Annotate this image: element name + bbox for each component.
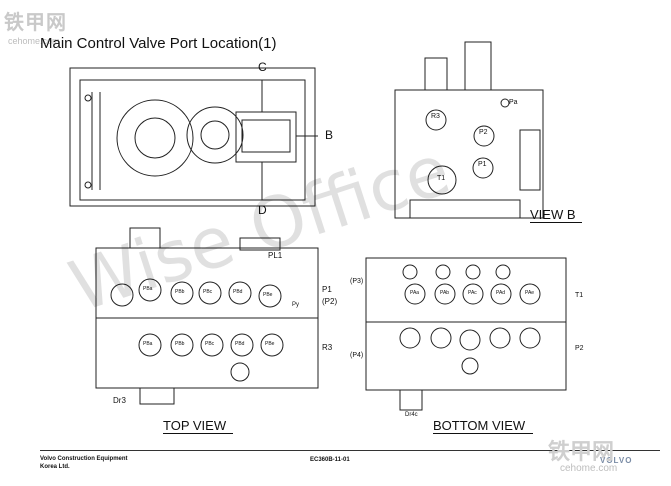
port-t1-bottom: T1: [575, 292, 584, 299]
port-r3: R3: [431, 113, 440, 120]
bottom-view-underline: [433, 433, 533, 434]
watermark-logo-bottom: 铁甲网: [548, 440, 615, 465]
port-pl1: PL1: [268, 251, 283, 260]
page-title: Main Control Valve Port Location(1): [40, 35, 277, 52]
port-dr4c: Dr4c: [405, 412, 418, 418]
label-b: B: [325, 128, 334, 142]
view-b-drawing: [394, 41, 544, 219]
view-b-label: VIEW B: [530, 207, 576, 222]
chassis-frame: [79, 79, 306, 201]
watermark-url-top: cehome.com: [8, 36, 60, 46]
port-pbb-lower: PBb: [175, 341, 185, 347]
port-p2-bottom: P2: [575, 345, 584, 352]
brand-logo: VOLVO: [600, 456, 633, 465]
port-p2-top: (P2): [322, 297, 338, 306]
port-pbd-upper: PBd: [233, 289, 243, 295]
pump-ring: [186, 106, 244, 164]
chassis-outline: [69, 67, 316, 207]
bottom-view-lower-ports: [399, 327, 541, 375]
footer-company-line2: Korea Ltd.: [40, 464, 70, 470]
port-pad: PAd: [496, 290, 506, 296]
port-p4-bottom: (P4): [350, 352, 364, 359]
port-pbd-lower: PBd: [235, 341, 245, 347]
label-d: D: [258, 203, 267, 217]
port-paa: PAa: [410, 290, 420, 296]
port-py: Py: [292, 302, 300, 308]
view-b-underline: [530, 222, 582, 223]
footer-divider: [40, 450, 660, 451]
port-p3-bottom: (P3): [350, 278, 364, 285]
valve-cap-right: [464, 41, 492, 91]
valve-cap-left: [424, 57, 448, 91]
top-view-label: TOP VIEW: [163, 418, 227, 433]
port-p2: P2: [479, 129, 488, 136]
bottom-view-drawing: [365, 257, 567, 411]
footer-company: Volvo Construction Equipment Korea Ltd.: [40, 455, 128, 471]
port-p1: P1: [478, 161, 487, 168]
port-pbe-lower: PBe: [265, 341, 275, 347]
port-pbb-upper: PBb: [175, 289, 185, 295]
port-pba-upper: PBa: [143, 286, 153, 292]
footer-company-line1: Volvo Construction Equipment: [40, 456, 128, 462]
port-p1-top: P1: [322, 285, 332, 294]
mcv-block: [235, 111, 297, 163]
top-view-drawing: [95, 227, 319, 405]
top-view-lower-ports: [138, 333, 284, 382]
port-pbe-upper: PBe: [263, 292, 273, 298]
chassis-view: [69, 67, 318, 207]
port-pba-lower: PBa: [143, 341, 153, 347]
port-pbc-upper: PBc: [203, 289, 213, 295]
bottom-view-body: [365, 257, 567, 391]
bottom-view-label: BOTTOM VIEW: [433, 418, 526, 433]
top-view-underline: [163, 433, 233, 434]
port-pae: PAe: [525, 290, 535, 296]
port-pab: PAb: [440, 290, 450, 296]
port-pac: PAc: [468, 290, 477, 296]
port-t1: T1: [437, 175, 446, 182]
top-view-upper-ports: [110, 278, 282, 308]
port-dr3: Dr3: [113, 396, 126, 405]
swing-ring: [116, 99, 194, 177]
watermark-url-bottom: cehome.com: [560, 463, 618, 474]
footer-doc-code: EC360B-11-01: [310, 457, 350, 463]
bottom-view-upper-ports: [402, 264, 541, 305]
port-r3-top: R3: [322, 343, 333, 352]
swing-center: [134, 117, 176, 159]
watermark-logo-top: 铁甲网: [4, 10, 67, 34]
label-c: C: [258, 60, 267, 74]
port-pa: Pa: [509, 99, 518, 106]
port-pbc-lower: PBc: [205, 341, 215, 347]
